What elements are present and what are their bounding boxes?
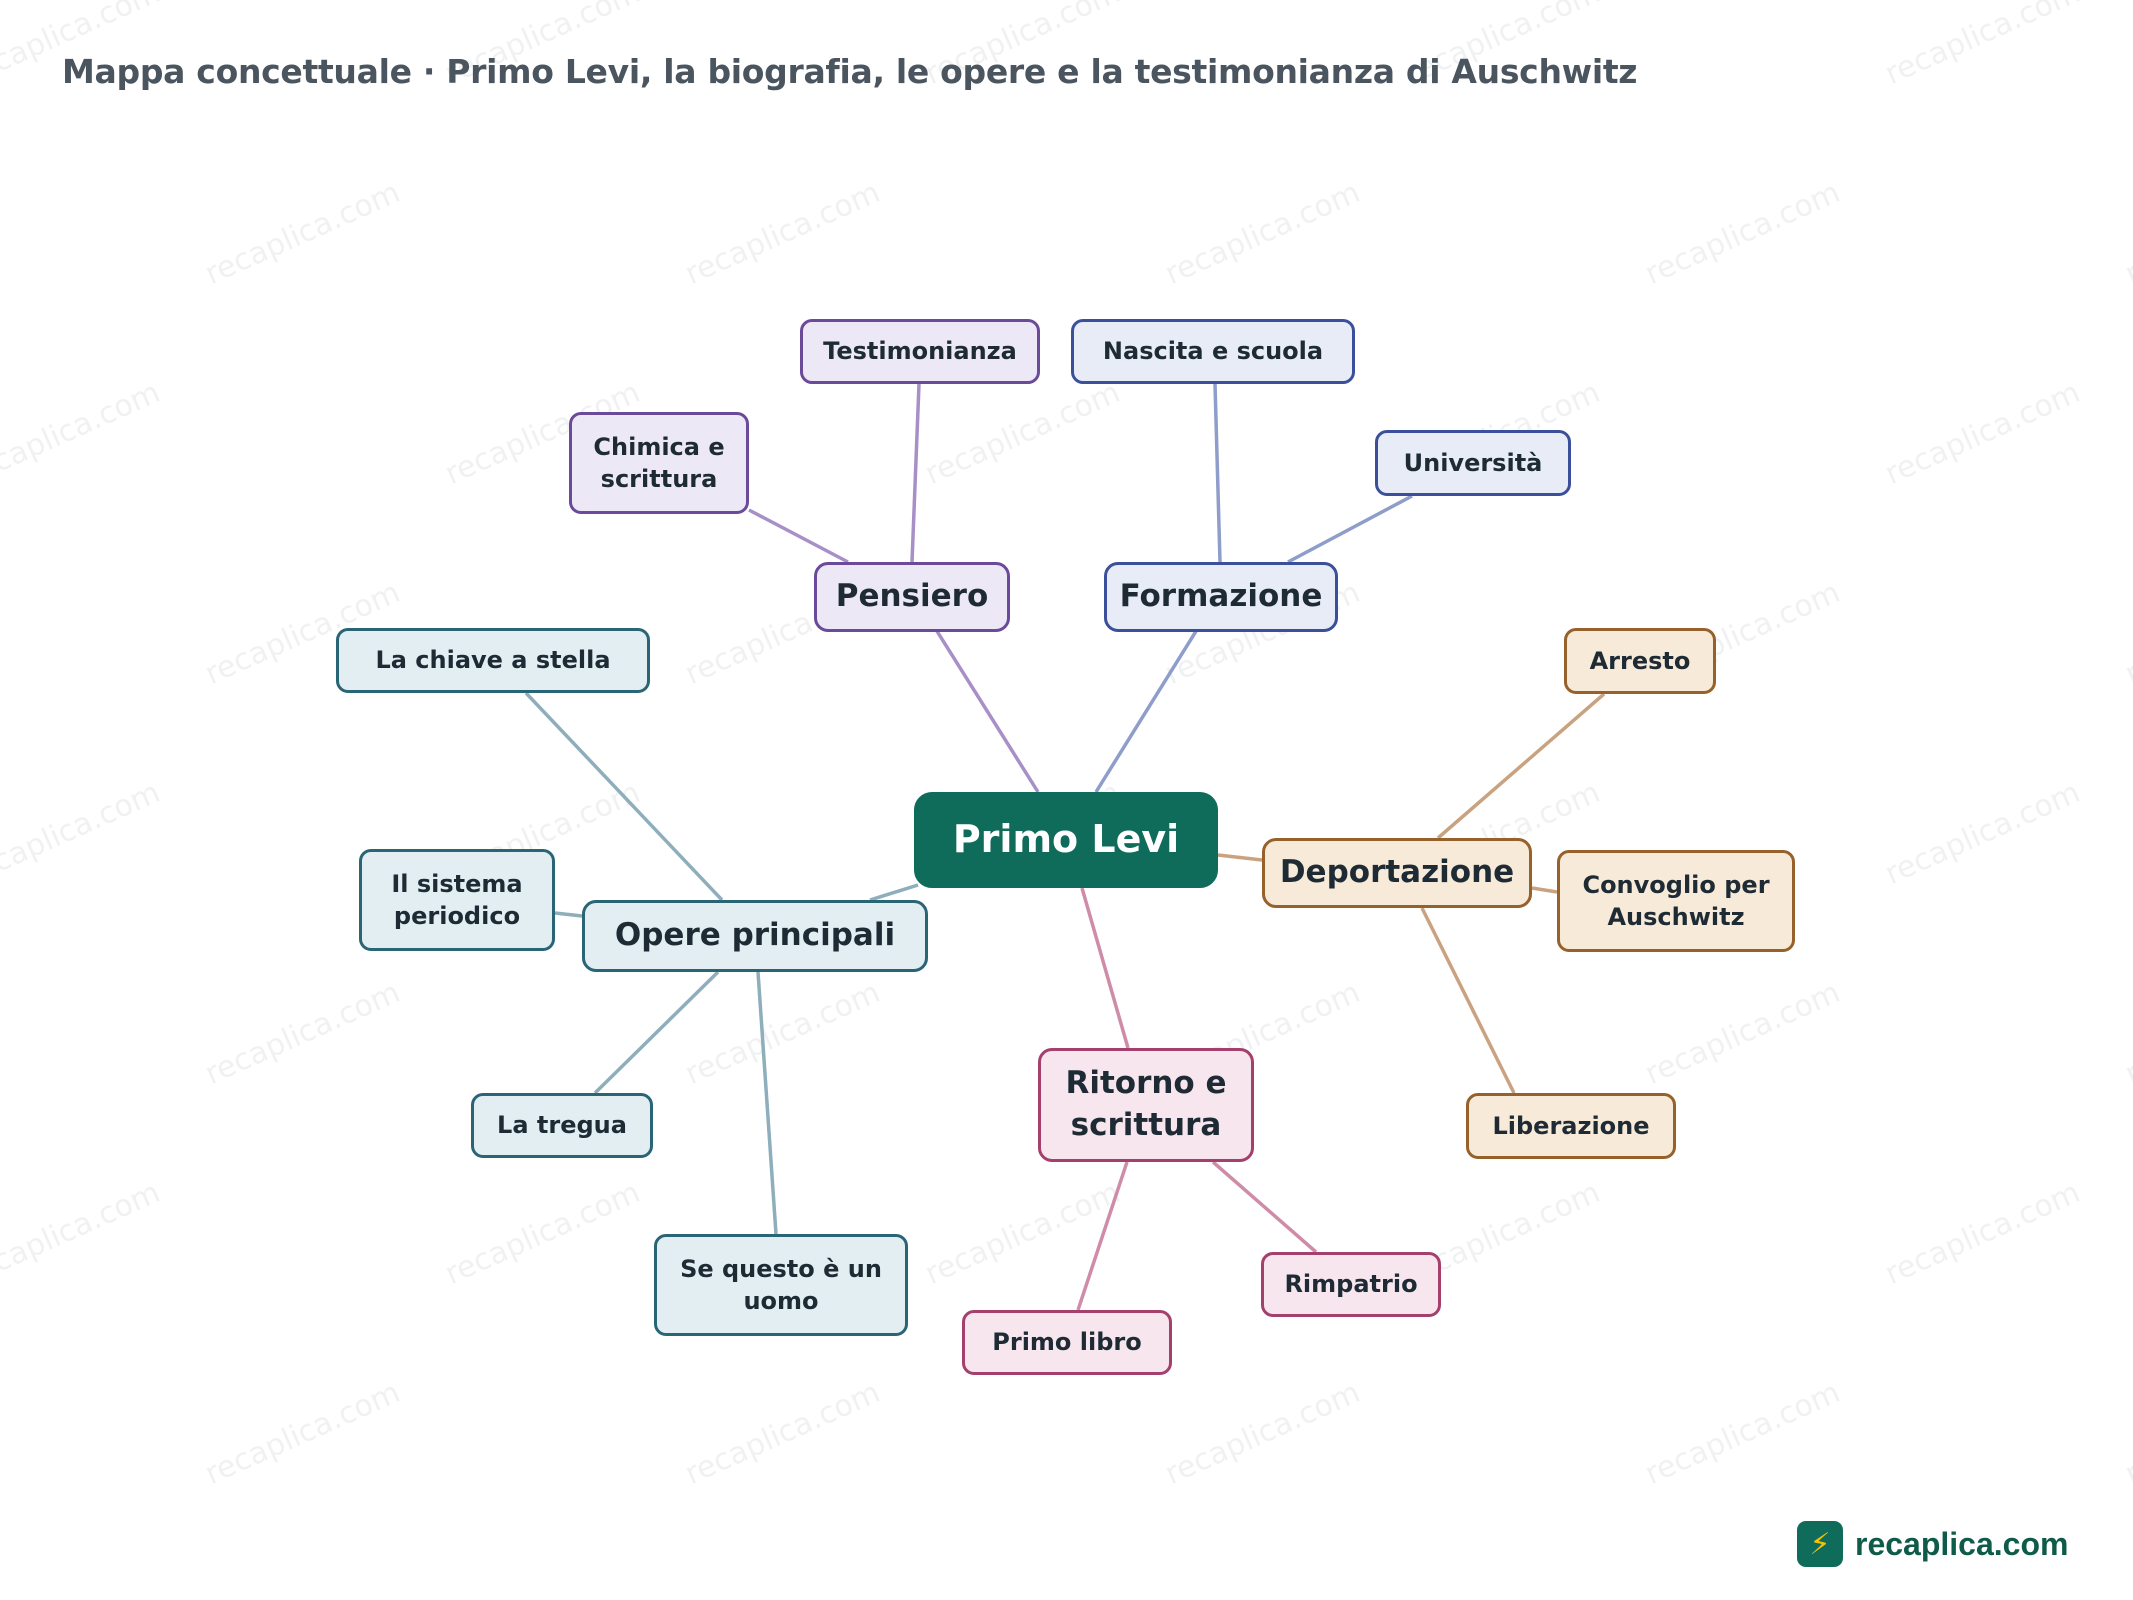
edge-deportazione-convoglio xyxy=(1531,886,1558,894)
edge-opere-tregua xyxy=(593,970,720,1095)
brand-name: recaplica.com xyxy=(1855,1525,2069,1562)
leaf-convoglio-per-auschwitz[interactable]: Convoglio per Auschwitz xyxy=(1557,850,1795,952)
branch-ritorno-e-scrittura[interactable]: Ritorno e scrittura xyxy=(1038,1048,1254,1162)
edge-root-deportazione xyxy=(1217,853,1263,862)
edge-ritorno-primolibro xyxy=(1076,1161,1129,1311)
leaf-nascita-e-scuola[interactable]: Nascita e scuola xyxy=(1071,319,1355,384)
edge-deportazione-liberazione xyxy=(1420,907,1516,1094)
edge-root-pensiero xyxy=(933,627,1040,793)
leaf-primo-libro[interactable]: Primo libro xyxy=(962,1310,1172,1375)
edge-opere-chiave xyxy=(524,691,724,902)
edge-formazione-nascita xyxy=(1213,383,1222,563)
branch-pensiero[interactable]: Pensiero xyxy=(814,562,1010,632)
leaf-se-questo-e-un-uomo[interactable]: Se questo è un uomo xyxy=(654,1234,908,1336)
edge-pensiero-testimonianza xyxy=(910,383,921,563)
leaf-chimica-e-scrittura[interactable]: Chimica e scrittura xyxy=(569,412,749,514)
leaf-testimonianza[interactable]: Testimonianza xyxy=(800,319,1040,384)
edge-formazione-universita xyxy=(1287,494,1413,564)
edge-pensiero-chimica xyxy=(748,508,849,564)
edge-opere-sequesto xyxy=(756,971,778,1235)
leaf-universita[interactable]: Università xyxy=(1375,430,1571,496)
edge-deportazione-arresto xyxy=(1436,692,1606,840)
branch-formazione[interactable]: Formazione xyxy=(1104,562,1338,632)
edge-root-opere xyxy=(869,883,919,902)
root-node[interactable]: Primo Levi xyxy=(914,792,1218,888)
edge-opere-sistema xyxy=(554,911,583,918)
leaf-liberazione[interactable]: Liberazione xyxy=(1466,1093,1676,1159)
lightning-bolt-icon: ⚡ xyxy=(1797,1521,1843,1567)
leaf-arresto[interactable]: Arresto xyxy=(1564,628,1716,694)
edge-root-ritorno xyxy=(1080,887,1130,1049)
leaf-la-chiave-a-stella[interactable]: La chiave a stella xyxy=(336,628,650,693)
edge-ritorno-rimpatrio xyxy=(1211,1160,1318,1254)
leaf-rimpatrio[interactable]: Rimpatrio xyxy=(1261,1252,1441,1317)
brand-logo[interactable]: ⚡ recaplica.com xyxy=(1797,1521,2068,1567)
page-title: Mappa concettuale · Primo Levi, la biogr… xyxy=(62,52,1638,91)
branch-deportazione[interactable]: Deportazione xyxy=(1262,838,1532,908)
leaf-il-sistema-periodico[interactable]: Il sistema periodico xyxy=(359,849,555,951)
edge-root-formazione xyxy=(1094,627,1200,793)
leaf-la-tregua[interactable]: La tregua xyxy=(471,1093,653,1158)
branch-opere-principali[interactable]: Opere principali xyxy=(582,900,928,972)
